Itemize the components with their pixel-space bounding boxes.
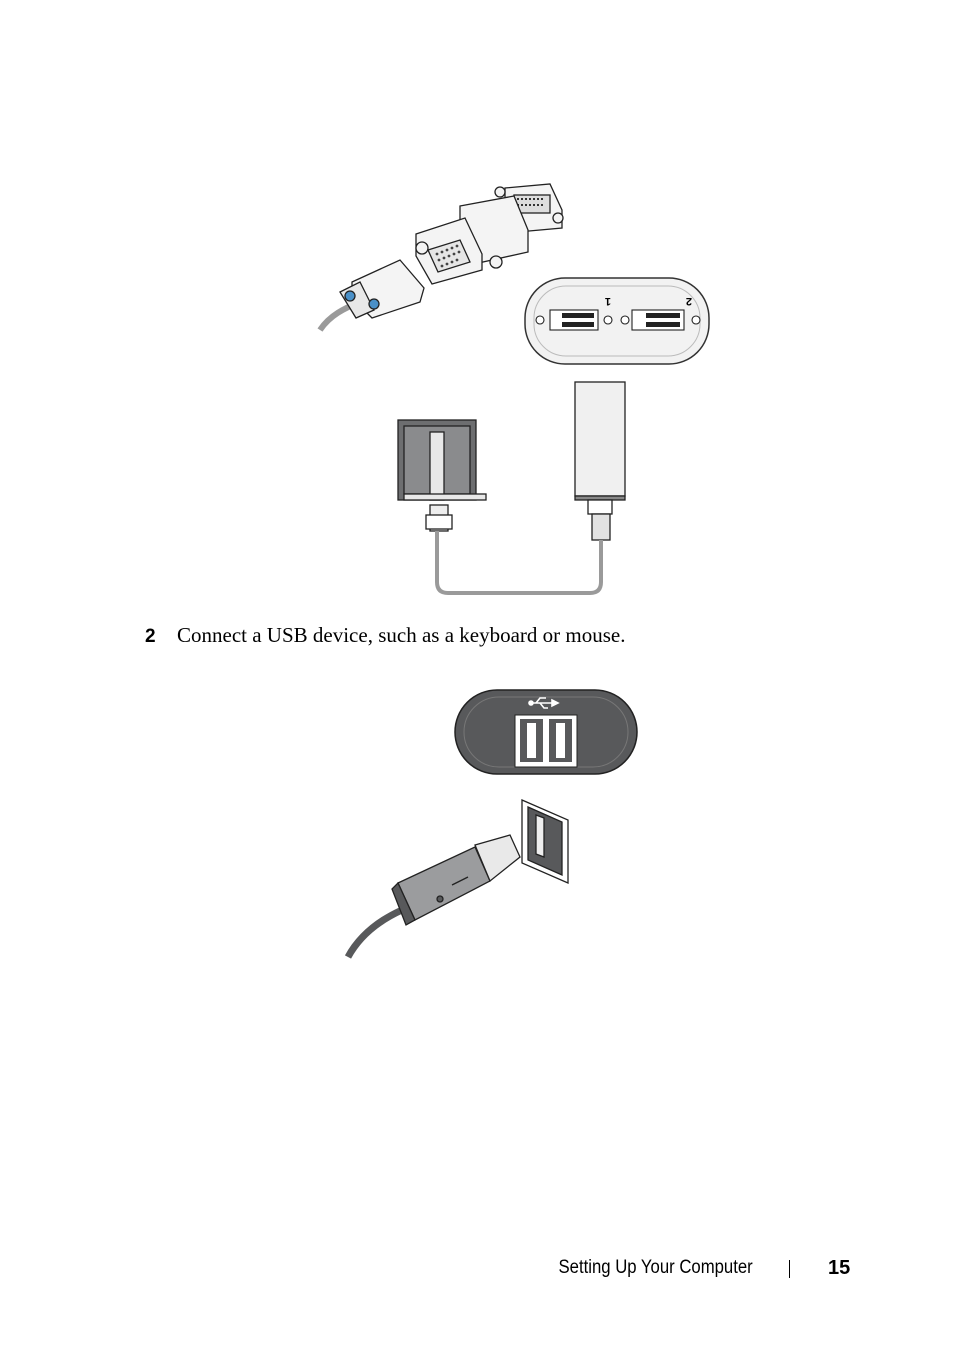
footer-divider (789, 1260, 790, 1278)
monitor-connection-illustration: 1 2 (317, 183, 710, 595)
step-2-instruction: 2 Connect a USB device, such as a keyboar… (145, 620, 845, 650)
page-number: 15 (828, 1257, 851, 1279)
vga-cable-plug-icon (317, 259, 425, 332)
dual-dvi-ports-icon: 1 2 (524, 277, 710, 365)
usb-plug-icon (344, 834, 521, 959)
step-number: 2 (145, 626, 156, 647)
usb-ports-icon (454, 689, 638, 775)
usb-connection-illustration (344, 689, 638, 959)
usb-symbol-icon (528, 697, 560, 709)
dvi-to-vga-adapter-icon (415, 183, 564, 285)
step-text: Connect a USB device, such as a keyboard… (177, 623, 626, 647)
port-1-label: 1 (605, 295, 611, 307)
footer-section-title: Setting Up Your Computer (558, 1257, 753, 1278)
computer-tower-icon (574, 381, 626, 541)
page-footer: Setting Up Your Computer 15 (0, 1254, 954, 1284)
monitor-rear-icon (397, 419, 487, 532)
port-2-label: 2 (686, 295, 692, 307)
